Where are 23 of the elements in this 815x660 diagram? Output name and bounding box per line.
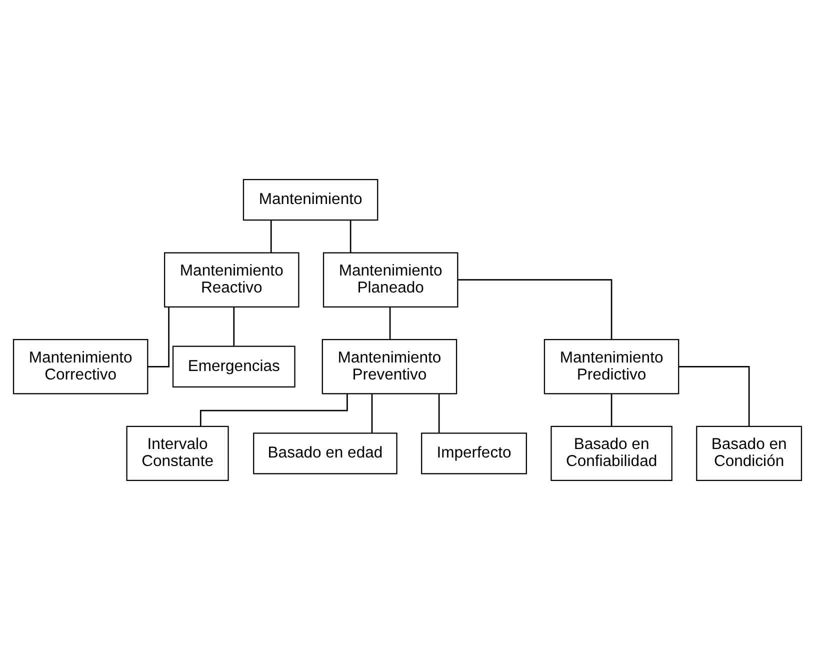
connector [458,279,612,340]
node-box: Mantenimiento Planeado [322,252,458,308]
node-box: Imperfecto [421,432,527,474]
node-box: Basado en edad [253,432,398,474]
node-box: Mantenimiento Reactivo [164,252,300,308]
node-box: Mantenimiento Predictivo [544,339,680,394]
connector [389,307,391,340]
connector [610,394,612,426]
node-box: Mantenimiento [242,178,378,221]
connector [438,394,440,433]
connector [148,307,170,368]
connector [678,366,750,426]
node-box: Basado en Condición [696,426,802,482]
node-box: Emergencias [172,346,296,388]
node-box: Mantenimiento Correctivo [12,339,148,394]
node-box: Basado en Confiabilidad [550,426,672,482]
connector [270,220,272,253]
node-box: Intervalo Constante [126,426,229,482]
connector [371,394,373,433]
node-box: Mantenimiento Preventivo [322,339,458,394]
connector [350,220,352,253]
connector [200,394,348,426]
connector [233,307,235,346]
